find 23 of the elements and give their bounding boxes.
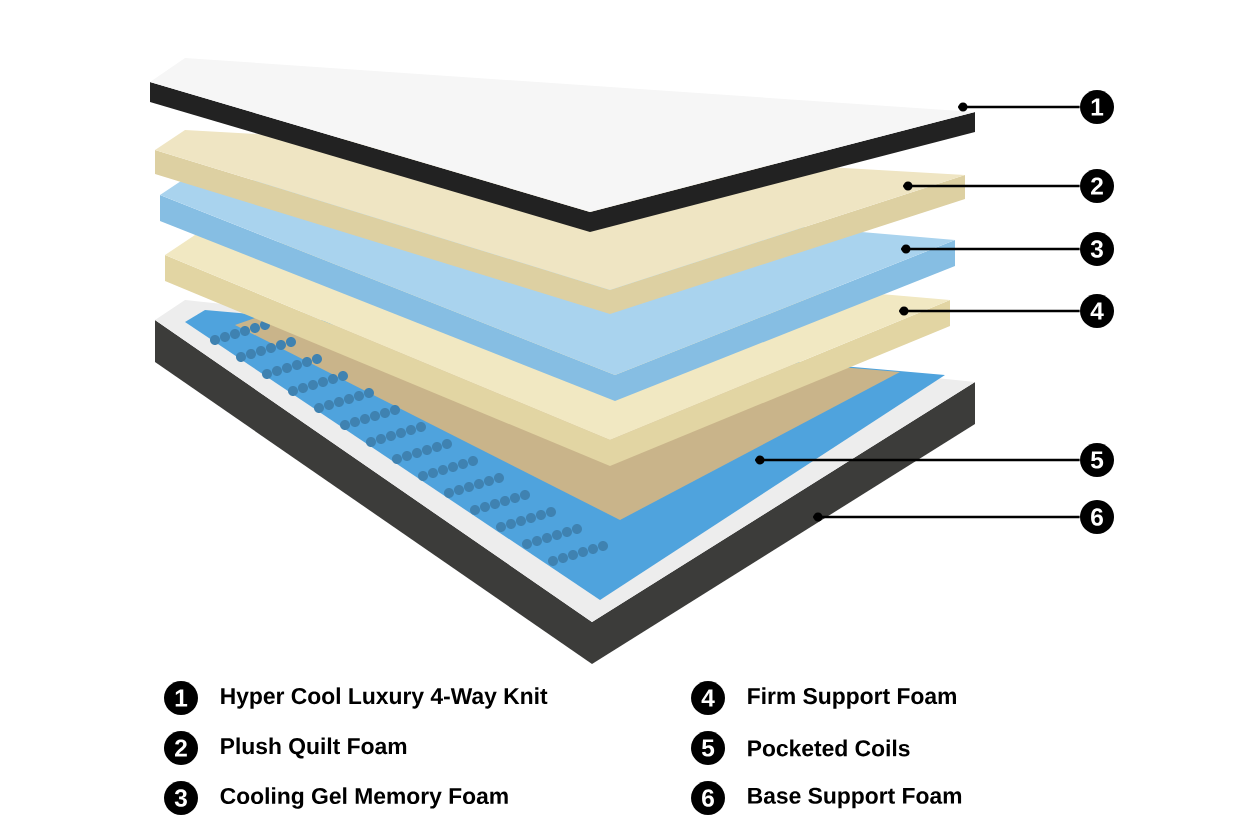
callout-number: 1 <box>1080 90 1114 124</box>
callout-number: 5 <box>691 731 725 765</box>
layer-name: Firm Support Foam <box>748 687 956 709</box>
layer-name: Cooling Gel Memory Foam <box>220 787 508 809</box>
layer-name: Hyper Cool Luxury 4-Way Knit <box>221 687 548 709</box>
leader-line <box>899 309 1080 313</box>
leader-line <box>901 247 1080 251</box>
callout-number: 6 <box>1080 500 1114 534</box>
callout-number: 4 <box>691 681 725 715</box>
layer-name: Base Support Foam <box>748 787 962 809</box>
layer-name: Plush Quilt Foam <box>221 737 407 759</box>
callout-number: 2 <box>1080 169 1114 203</box>
callout-number: 4 <box>1080 294 1114 328</box>
callout-number: 1 <box>164 681 198 715</box>
leader-line <box>958 105 1080 109</box>
callout-number: 5 <box>1080 443 1114 477</box>
callout-number: 3 <box>1080 232 1114 266</box>
callout-number: 6 <box>691 781 725 815</box>
callout-number: 3 <box>164 781 198 815</box>
layer-name: Pocketed Coils <box>748 739 910 757</box>
leader-line <box>755 458 1080 462</box>
leader-line <box>903 184 1080 188</box>
callout-number: 2 <box>164 731 198 765</box>
